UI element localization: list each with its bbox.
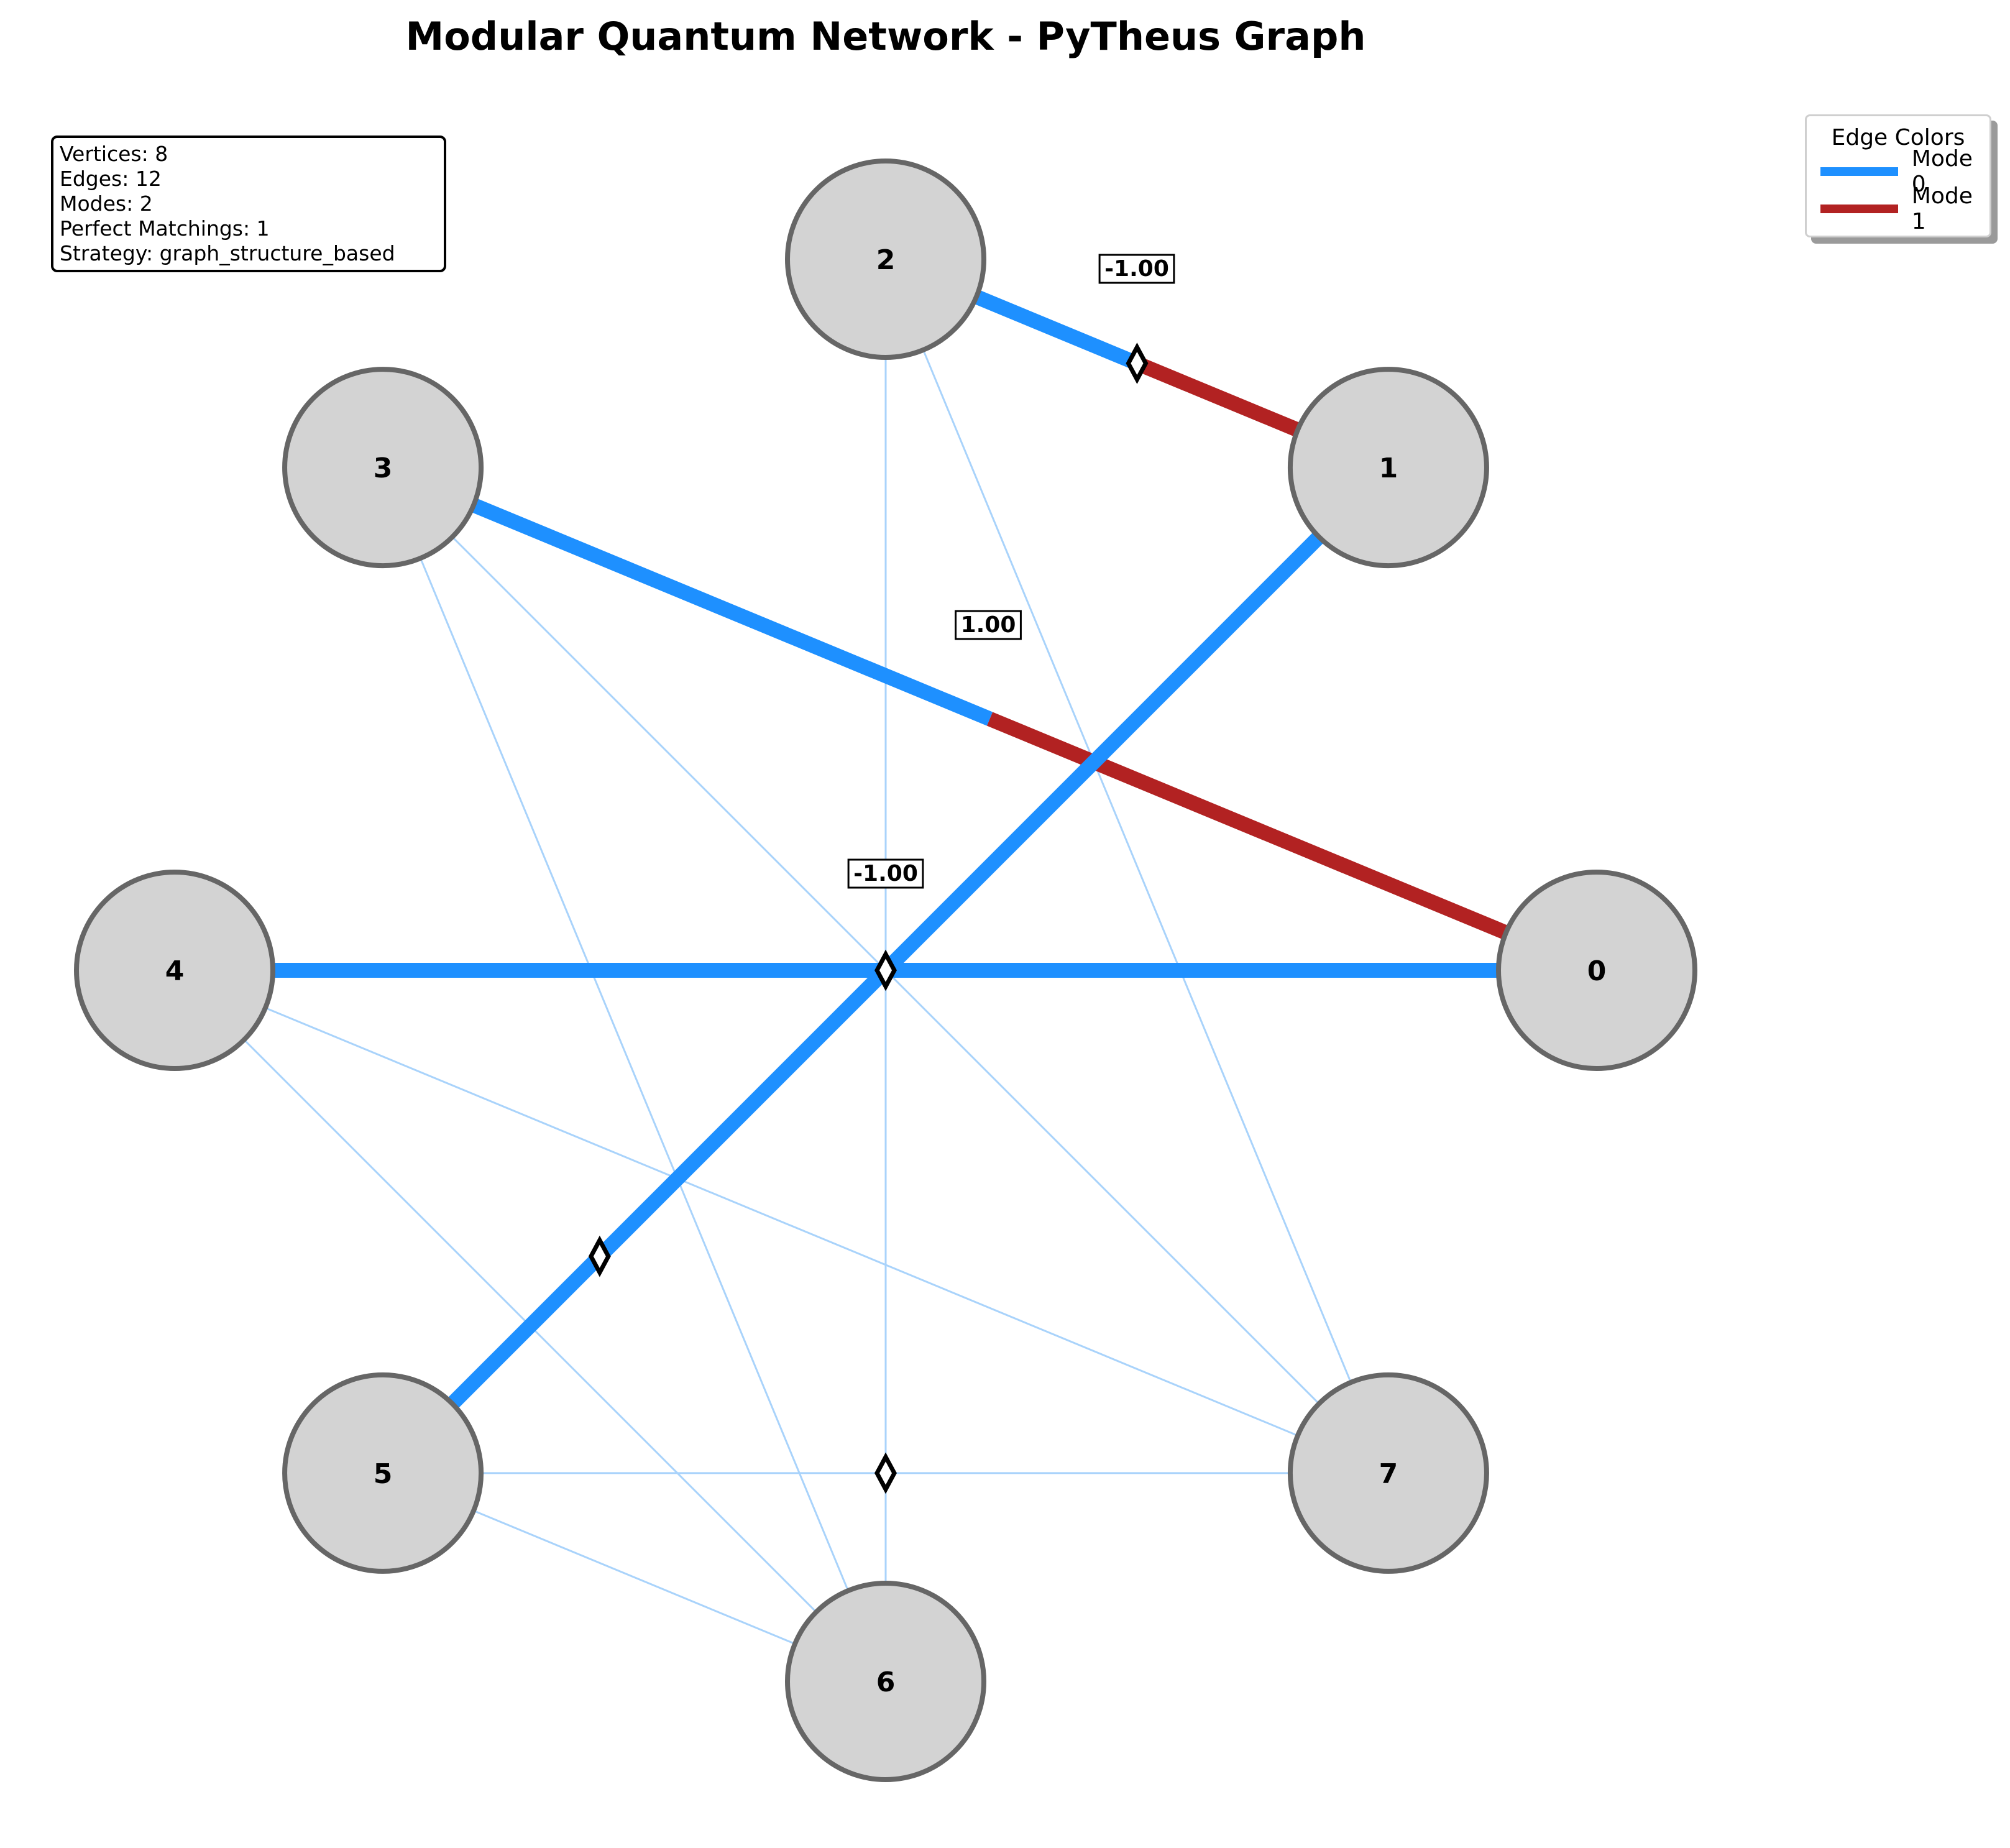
- info-edges: Edges: 12: [60, 167, 162, 191]
- edge-2-1-second-half: [1134, 356, 1301, 437]
- legend-swatch-mode-0: [1820, 167, 1898, 176]
- vertex-3: 3: [282, 367, 484, 569]
- vertex-4-circle: [74, 870, 275, 1071]
- vertex-4: 4: [74, 870, 275, 1071]
- edge-weight-label-2-1: -1.00: [1098, 254, 1175, 284]
- edge-marker-1-5: [588, 1235, 611, 1277]
- legend-swatch-mode-1: [1820, 205, 1898, 213]
- vertex-4-label: 4: [165, 955, 185, 987]
- info-strategy: Strategy: graph_structure_based: [60, 241, 395, 265]
- legend-title: Edge Colors: [1831, 125, 1965, 150]
- faint-edge-3-6: [420, 558, 849, 1591]
- vertex-1: 1: [1287, 367, 1489, 569]
- edge-weight-label-4-0: -1.00: [847, 858, 924, 889]
- vertices-layer: 0 1 2 3 4 5 6 7: [74, 159, 1697, 1782]
- info-perfect-matchings: Perfect Matchings: 1: [60, 216, 270, 241]
- vertex-7-label: 7: [1379, 1458, 1398, 1490]
- vertex-5: 5: [282, 1372, 484, 1574]
- faint-edge-4-7: [265, 1007, 1298, 1437]
- vertex-5-label: 5: [374, 1458, 393, 1490]
- edge-marker-center: [874, 949, 897, 991]
- vertex-2: 2: [785, 159, 986, 360]
- edge-1-5-second-half: [447, 965, 891, 1409]
- edge-2-1-first-half: [973, 290, 1140, 370]
- edge-weight-box-3-0: [955, 610, 1022, 640]
- vertex-3-circle: [282, 367, 484, 569]
- legend-label-mode-0: Mode 0: [1911, 146, 1973, 197]
- edge-weight-label-3-0: 1.00: [955, 610, 1022, 640]
- edge-3-0-second-half: [986, 712, 1509, 940]
- faint-edge-2-7: [922, 349, 1352, 1383]
- vertex-6-label: 6: [876, 1666, 896, 1698]
- edge-weight-text-4-0: -1.00: [853, 861, 918, 886]
- highlighted-edges-layer: [273, 290, 1509, 1409]
- legend: Edge Colors Mode 0 Mode 1: [1805, 114, 1991, 237]
- vertex-5-circle: [282, 1372, 484, 1574]
- vertex-0: 0: [1496, 870, 1697, 1071]
- vertex-1-circle: [1287, 367, 1489, 569]
- figure-title: Modular Quantum Network - PyTheus Graph: [406, 14, 1366, 59]
- vertex-1-label: 1: [1379, 453, 1398, 484]
- legend-label-mode-1: Mode 1: [1911, 183, 1973, 234]
- vertex-3-label: 3: [374, 453, 393, 484]
- faint-edge-5-6: [473, 1510, 796, 1645]
- edge-weight-box-2-1: [1098, 254, 1175, 284]
- vertex-0-circle: [1496, 870, 1697, 1071]
- vertex-2-circle: [785, 159, 986, 360]
- edge-3-0-first-half: [470, 498, 993, 726]
- legend-item-mode-1: Mode 1: [1820, 183, 1989, 234]
- edge-weight-box-4-0: [847, 858, 924, 889]
- vertex-6-circle: [785, 1581, 986, 1782]
- edge-markers-layer: [588, 342, 1149, 1494]
- vertex-7-circle: [1287, 1372, 1489, 1574]
- vertex-6: 6: [785, 1581, 986, 1782]
- graph-info-box: Vertices: 8 Edges: 12 Modes: 2 Perfect M…: [51, 136, 446, 272]
- edge-marker-2-1: [1126, 342, 1149, 384]
- edge-weight-labels-layer: -1.00 1.00 -1.00: [847, 254, 1175, 889]
- edge-weight-text-2-1: -1.00: [1104, 256, 1169, 282]
- vertex-2-label: 2: [876, 244, 896, 276]
- edge-1-5-first-half: [880, 531, 1324, 976]
- legend-item-mode-0: Mode 0: [1820, 146, 1989, 197]
- vertex-0-label: 0: [1587, 955, 1607, 987]
- info-modes: Modes: 2: [60, 191, 153, 216]
- vertex-7: 7: [1287, 1372, 1489, 1574]
- info-vertices: Vertices: 8: [60, 142, 168, 166]
- edge-marker-5-7: [874, 1452, 897, 1494]
- edge-weight-text-3-0: 1.00: [961, 612, 1016, 638]
